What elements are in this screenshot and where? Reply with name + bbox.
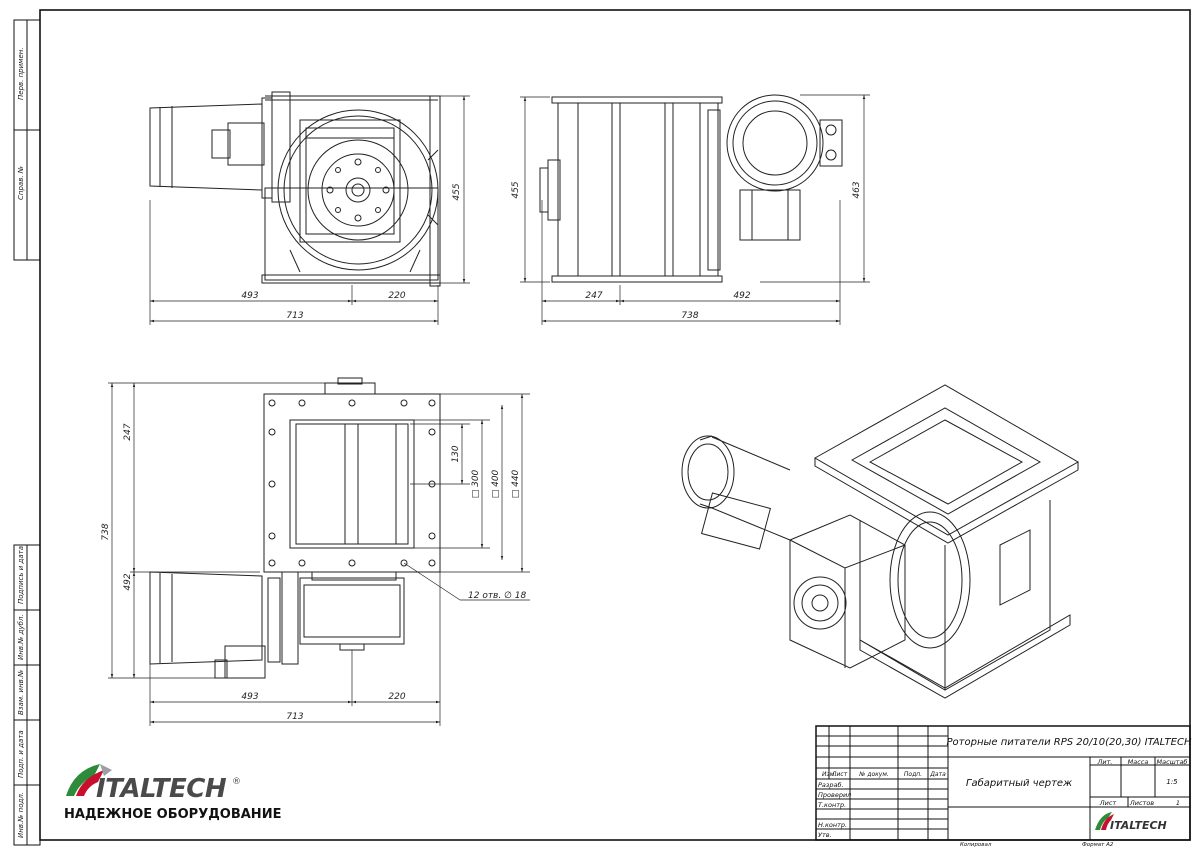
dim-plan-130: 130 <box>451 445 461 462</box>
hdr-list: Лист <box>831 771 848 778</box>
plan-view-drawing <box>149 377 441 679</box>
stamp-sprav-no: Справ. № <box>17 166 25 200</box>
sheet-label: Лист <box>1099 799 1117 807</box>
isometric-view-drawing <box>681 384 1080 699</box>
stamp-perv-primen: Перв. примен. <box>17 47 25 100</box>
title-block-brand: ITALTECH <box>1110 819 1167 832</box>
dim-front-455: 455 <box>452 183 462 200</box>
stamp-podp-data-1: Подпись и дата <box>17 546 25 604</box>
dim-plan-247: 247 <box>123 423 133 440</box>
hdr-izm: Изм. <box>822 771 836 778</box>
row-nkontr: Н.контр. <box>818 821 847 829</box>
logo-registered: ® <box>232 777 241 787</box>
side-view-drawing <box>539 94 843 283</box>
plan-view-dimensions <box>108 382 530 726</box>
title-block-grid <box>815 725 1191 841</box>
logo-slogan: НАДЕЖНОЕ ОБОРУДОВАНИЕ <box>64 807 281 822</box>
title-doc: Габаритный чертеж <box>966 777 1072 789</box>
dim-plan-440: □ 440 <box>511 469 521 498</box>
dim-front-493: 493 <box>241 291 258 301</box>
row-razrab: Разраб. <box>818 781 844 789</box>
dim-side-738: 738 <box>681 311 698 321</box>
dim-side-463: 463 <box>852 181 862 198</box>
dim-plan-300: □ 300 <box>471 469 481 498</box>
col-mass: Масса <box>1128 758 1149 766</box>
front-view-drawing <box>149 91 441 287</box>
hdr-data: Дата <box>929 771 946 778</box>
sheets-value: 1 <box>1176 799 1180 807</box>
sheets-label: Листов <box>1129 799 1154 807</box>
dim-plan-492: 492 <box>123 573 133 590</box>
dim-plan-holes: 12 отв. ∅ 18 <box>468 591 527 601</box>
italtech-logo: ITALTECH ® НАДЕЖНОЕ ОБОРУДОВАНИЕ <box>64 764 281 822</box>
logo-brand: ITALTECH <box>96 774 227 804</box>
left-stamp-lower <box>13 544 41 846</box>
title-product: Роторные питатели RPS 20/10(20,30) ITALT… <box>947 737 1192 748</box>
col-lit: Лит. <box>1097 758 1113 766</box>
front-view-dimensions <box>149 95 470 325</box>
dim-plan-220: 220 <box>388 692 405 702</box>
col-scale: Масштаб <box>1157 758 1188 766</box>
dim-side-455: 455 <box>511 181 521 198</box>
stamp-inv-podl: Инв.№ подл. <box>17 792 25 838</box>
left-stamp-upper <box>13 19 41 261</box>
row-prover: Проверил <box>818 791 851 799</box>
hdr-podp: Подп. <box>904 771 922 778</box>
bottom-copy: Копировал <box>960 842 992 848</box>
scale-value: 1:5 <box>1166 778 1178 786</box>
stamp-podp-data-2: Подп. и дата <box>17 730 25 778</box>
stamp-inv-dubl: Инв.№ дубл. <box>17 614 25 660</box>
dim-plan-738: 738 <box>101 523 111 540</box>
dim-plan-713: 713 <box>286 712 303 722</box>
row-utv: Утв. <box>818 831 832 839</box>
hdr-doc: № докум. <box>858 771 889 778</box>
title-block-logo: ITALTECH <box>1095 812 1167 832</box>
dim-plan-493: 493 <box>241 692 258 702</box>
dim-front-220: 220 <box>388 291 405 301</box>
dim-side-492: 492 <box>733 291 750 301</box>
side-view-dimensions <box>520 94 870 325</box>
dim-front-713: 713 <box>286 311 303 321</box>
dim-plan-400: □ 400 <box>491 469 501 498</box>
stamp-vzam-inv: Взам. инв.№ <box>17 670 25 715</box>
dim-side-247: 247 <box>585 291 602 301</box>
row-tkontr: Т.контр. <box>818 801 846 809</box>
bottom-format: Формат А2 <box>1082 842 1114 848</box>
